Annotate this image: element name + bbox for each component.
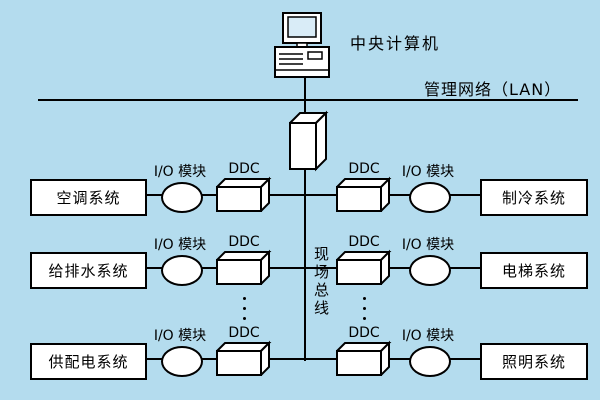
io-module-label: I/O 模块 [153,164,207,180]
io-module-label: I/O 模块 [153,328,207,344]
system-box-right: 电梯系统 [480,252,588,289]
ddc-label: DDC [348,161,380,177]
io-module-ellipse [161,182,203,213]
dot [362,317,366,320]
io-module-ellipse [409,182,451,213]
io-module-label: I/O 模块 [401,164,455,180]
ddc-label: DDC [348,234,380,250]
io-module-label: I/O 模块 [401,328,455,344]
system-box-right: 制冷系统 [480,179,588,216]
io-module-ellipse [161,346,203,377]
ddc-label: DDC [228,234,260,250]
lan-line [38,99,578,101]
system-box-left: 给排水系统 [30,252,147,289]
vertical-ellipsis-left [241,297,247,320]
ddc-box-3d-icon [336,251,390,285]
field-bus-line [304,78,306,361]
ddc-box-3d-icon [216,251,270,285]
diagram-row-2: 给排水系统 I/O 模块 DDC DDC I/O 模块 电梯系统 [0,233,600,313]
dot [242,307,246,310]
central-computer-icon [274,12,330,78]
ddc-label: DDC [228,161,260,177]
system-box-left: 空调系统 [30,179,147,216]
dot [362,297,366,300]
dot [362,307,366,310]
diagram-row-1: 空调系统 I/O 模块 DDC DDC I/O 模块 制冷系统 [0,160,600,240]
ddc-label: DDC [228,325,260,341]
io-module-ellipse [161,255,203,286]
io-module-ellipse [409,255,451,286]
io-module-label: I/O 模块 [153,237,207,253]
diagram-row-3: 供配电系统 I/O 模块 DDC DDC I/O 模块 照明系统 [0,324,600,400]
lan-label: 管理网络（LAN） [424,80,562,99]
io-module-ellipse [409,346,451,377]
ddc-box-3d-icon [336,178,390,212]
vertical-ellipsis-right [361,297,367,320]
connector-line [140,267,482,269]
field-bus-label: 现场总线 [312,246,330,318]
connector-line [140,358,482,360]
ddc-label: DDC [348,325,380,341]
connector-line [140,194,482,196]
io-module-label: I/O 模块 [401,237,455,253]
dot [242,297,246,300]
ddc-box-3d-icon [336,342,390,376]
system-box-left: 供配电系统 [30,343,147,380]
dot [242,317,246,320]
ddc-box-3d-icon [216,342,270,376]
system-box-right: 照明系统 [480,343,588,380]
central-computer-label: 中央计算机 [350,34,441,53]
ddc-box-3d-icon [216,178,270,212]
